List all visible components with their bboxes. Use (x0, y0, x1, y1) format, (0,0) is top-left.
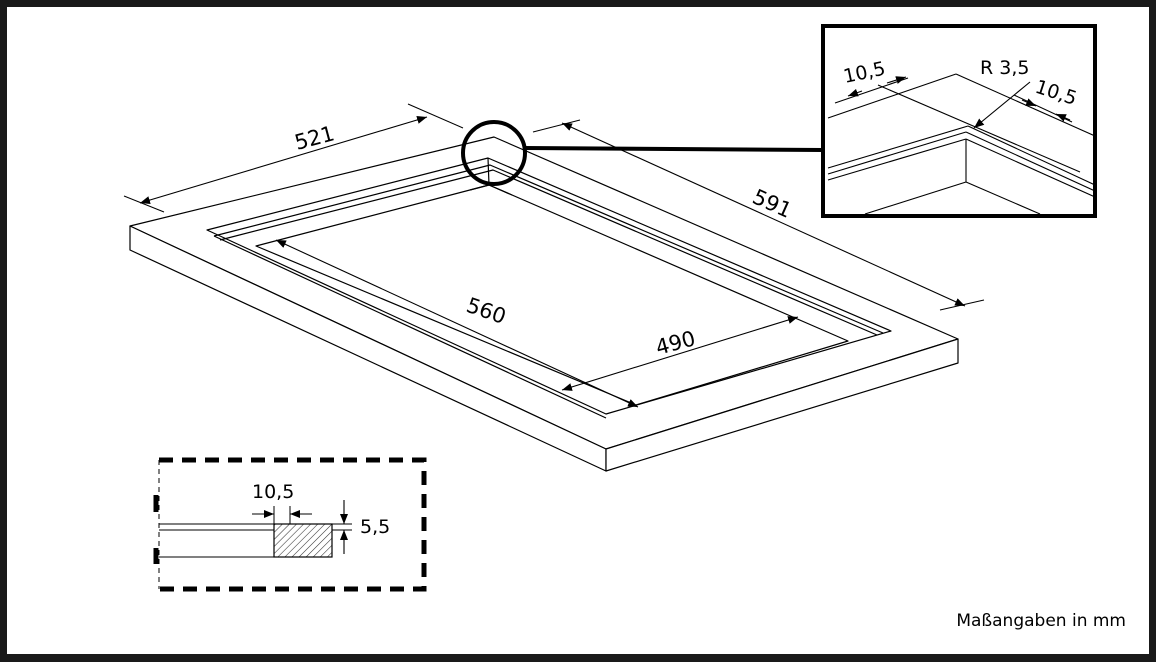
dim-line-inner-width (561, 316, 799, 391)
dimension-lines (139, 116, 966, 408)
detail-callout-circle (461, 120, 527, 186)
dim-outer-width: 521 (292, 121, 337, 155)
dim-line-outer-width (139, 116, 428, 204)
corner-detail-box: 10,5 R 3,5 10,5 (821, 24, 1097, 218)
section-rebate-hatch (273, 523, 333, 558)
dim-outer-depth: 591 (749, 185, 795, 223)
section-rebate-height: 5,5 (360, 516, 390, 538)
section-rebate-width: 10,5 (252, 481, 294, 503)
dim-line-outer-depth (561, 122, 966, 307)
frame-side-face (605, 338, 959, 472)
detail-radius: R 3,5 (980, 57, 1029, 79)
section-detail-box: 10,5 5,5 (153, 457, 427, 592)
detail-leader-line (524, 146, 824, 152)
units-note: Maßangaben in mm (956, 611, 1126, 631)
